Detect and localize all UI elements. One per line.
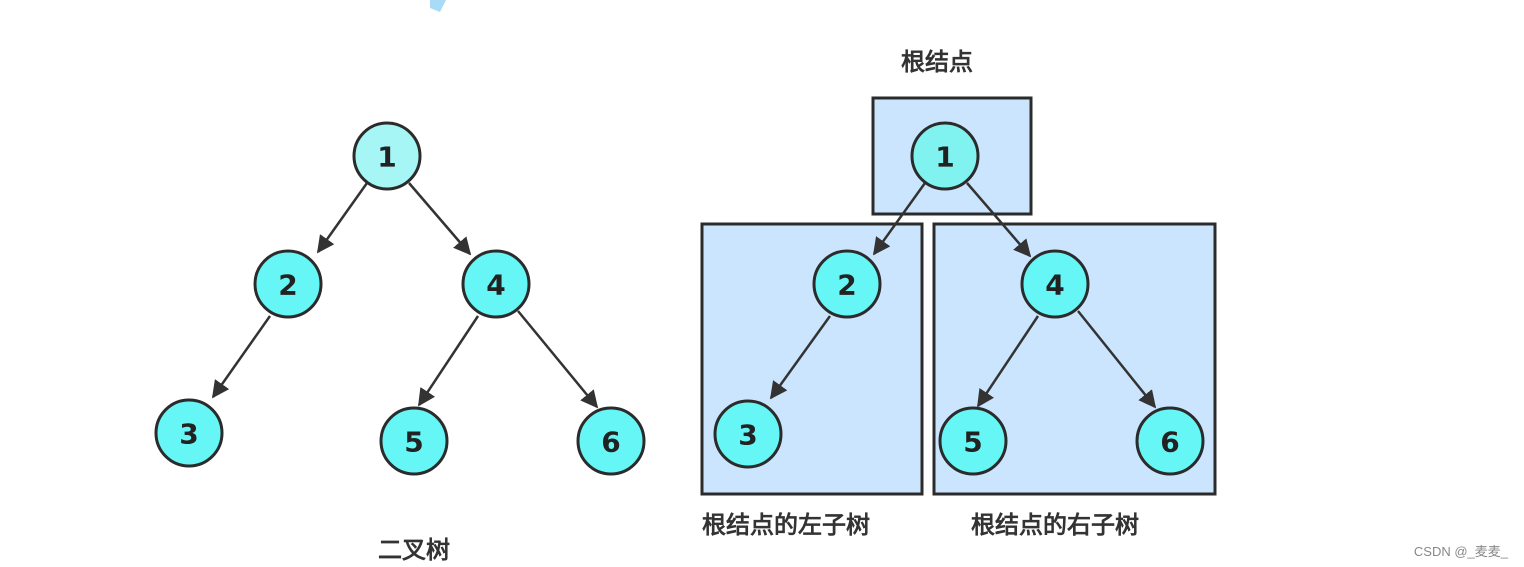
left-subtree-caption: 根结点的左子树 — [702, 511, 870, 539]
tree-node: 3 — [713, 399, 783, 469]
node-label: 6 — [1160, 426, 1179, 459]
edge-1-4 — [408, 182, 472, 256]
edge-4-6 — [1077, 310, 1157, 409]
root-caption: 根结点 — [901, 48, 973, 76]
edge-1-4 — [966, 182, 1032, 258]
node-label: 4 — [1045, 269, 1064, 302]
tree-node: 5 — [379, 406, 449, 476]
node-label: 5 — [963, 426, 982, 459]
node-label: 3 — [738, 419, 757, 452]
tree-node: 1 — [910, 121, 980, 191]
edge-1-2 — [872, 182, 927, 256]
tree-node: 1 — [352, 121, 422, 191]
node-label: 1 — [377, 141, 396, 174]
tree-node: 2 — [812, 249, 882, 319]
node-label: 6 — [601, 426, 620, 459]
tree-node: 6 — [576, 406, 646, 476]
node-label: 2 — [837, 269, 856, 302]
right-subtree-caption: 根结点的右子树 — [971, 511, 1139, 539]
left-tree: 1 2 4 3 5 6 二叉树 — [154, 121, 646, 564]
edge-4-6 — [517, 310, 599, 409]
node-label: 4 — [486, 269, 505, 302]
node-label: 5 — [404, 426, 423, 459]
edge-1-2 — [316, 182, 369, 254]
tree-node: 6 — [1135, 406, 1205, 476]
node-label: 2 — [278, 269, 297, 302]
edge-2-3 — [769, 315, 832, 400]
edge-4-5 — [976, 315, 1040, 408]
tree-node: 4 — [461, 249, 531, 319]
node-label: 1 — [935, 141, 954, 174]
tree-node: 4 — [1020, 249, 1090, 319]
tree-node: 3 — [154, 398, 224, 468]
edge-2-3 — [211, 315, 272, 399]
decorative-fragment — [430, 0, 446, 12]
watermark: CSDN @_麦麦_ — [1414, 544, 1509, 559]
right-tree: 根结点 1 2 4 3 5 6 — [700, 48, 1217, 539]
edge-4-5 — [417, 315, 480, 407]
left-tree-caption: 二叉树 — [378, 536, 450, 564]
node-label: 3 — [179, 418, 198, 451]
tree-node: 2 — [253, 249, 323, 319]
tree-node: 5 — [938, 406, 1008, 476]
